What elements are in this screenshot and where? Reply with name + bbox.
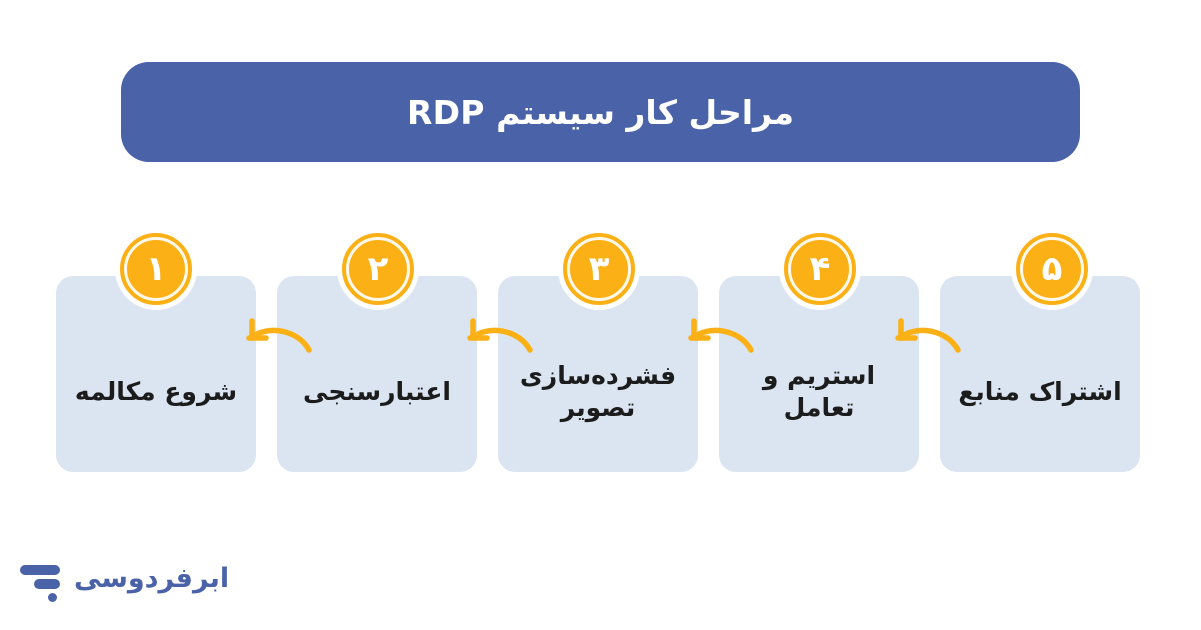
title-banner: مراحل کار سیستم RDP — [121, 62, 1080, 162]
step-label-4: استریم و تعامل — [762, 361, 876, 422]
three-bar-logo-icon — [18, 556, 60, 602]
step-badge-2: ۲ — [337, 228, 419, 310]
step-badge-4: ۴ — [779, 228, 861, 310]
step-number-1: ۱ — [145, 249, 167, 289]
logo-dot — [48, 593, 57, 602]
step-number-5: ۵ — [1041, 249, 1063, 289]
logo-bar-top — [20, 565, 60, 575]
logo-text: ابرفردوسی — [74, 562, 230, 594]
logo-bar-middle — [34, 579, 60, 589]
step-card-2[interactable]: ۲ اعتبارسنجی — [277, 228, 477, 472]
step-label-3: فشرده‌سازی تصویر — [519, 361, 677, 422]
step-label-1: شروع مکالمه — [74, 377, 238, 406]
step-number-2: ۲ — [367, 249, 389, 289]
step-card-3[interactable]: ۳ فشرده‌سازی تصویر — [498, 228, 698, 472]
step-label-2: اعتبارسنجی — [303, 377, 451, 406]
step-badge-1: ۱ — [115, 228, 197, 310]
step-badge-3: ۳ — [558, 228, 640, 310]
step-card-4[interactable]: ۴ استریم و تعامل — [719, 228, 919, 472]
steps-row: ۵ اشتراک منابع ۴ استریم و تعامل ۳ فشرده‌… — [56, 228, 1140, 472]
step-number-3: ۳ — [588, 249, 610, 289]
step-number-4: ۴ — [809, 249, 831, 289]
brand-logo[interactable]: ابرفردوسی — [18, 552, 229, 602]
step-card-1[interactable]: ۱ شروع مکالمه — [56, 228, 256, 472]
step-badge-5: ۵ — [1011, 228, 1093, 310]
step-card-5[interactable]: ۵ اشتراک منابع — [940, 228, 1140, 472]
step-label-5: اشتراک منابع — [958, 377, 1122, 406]
page-title: مراحل کار سیستم RDP — [407, 92, 795, 132]
